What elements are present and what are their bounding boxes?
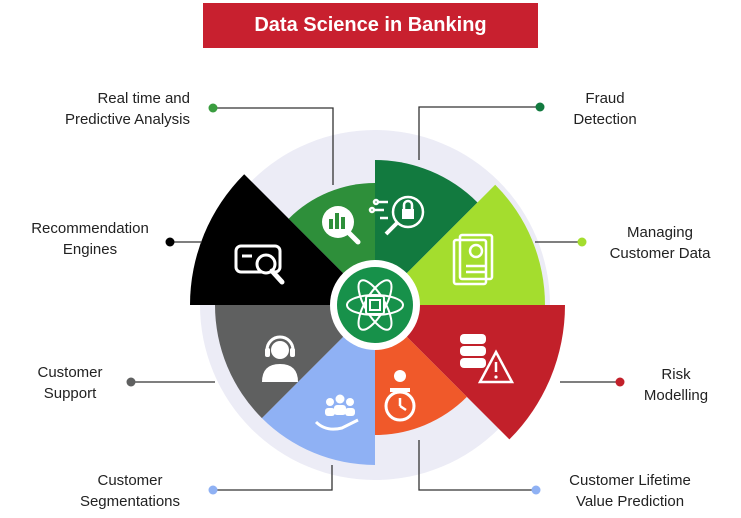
label-analysis: Real time and Predictive Analysis xyxy=(40,88,190,130)
search-screen-icon xyxy=(234,244,285,285)
segment-risk xyxy=(375,305,565,440)
label-managing-line2: Customer Data xyxy=(609,245,711,262)
group-hand-icon xyxy=(314,394,359,431)
lock-magnifier-icon xyxy=(368,195,425,236)
segment-support xyxy=(215,305,375,419)
label-support: Customer Support xyxy=(15,362,125,404)
label-lifetime: Customer Lifetime Value Prediction xyxy=(548,470,712,512)
label-managing-line1: Managing xyxy=(627,224,693,241)
label-recommendation-line1: Recommendation xyxy=(31,220,149,237)
label-risk: Risk Modelling xyxy=(626,364,726,406)
label-risk-line1: Risk xyxy=(661,366,691,383)
label-fraud-line1: Fraud xyxy=(585,90,625,107)
label-lifetime-line2: Value Prediction xyxy=(575,493,685,510)
dot-fraud xyxy=(535,102,545,112)
label-support-line2: Support xyxy=(43,385,97,402)
label-analysis-line2: Predictive Analysis xyxy=(64,111,190,128)
connector-lines xyxy=(131,106,620,491)
dot-segmentation xyxy=(208,485,218,495)
label-segmentation-line1: Customer xyxy=(97,472,163,489)
label-managing: Managing Customer Data xyxy=(590,222,730,264)
connector-segmentation xyxy=(213,465,333,491)
label-lifetime-line1: Customer Lifetime xyxy=(569,472,691,489)
dot-recommendation xyxy=(165,237,175,247)
chart-magnifier-icon xyxy=(322,206,361,245)
dot-risk xyxy=(615,377,625,387)
label-recommendation-line2: Engines xyxy=(62,241,118,258)
label-segmentation: Customer Segmentations xyxy=(55,470,205,512)
person-clock-icon xyxy=(384,370,416,422)
segment-recommendation xyxy=(190,174,375,305)
dot-support xyxy=(126,377,136,387)
dot-lifetime xyxy=(531,485,541,495)
label-fraud-line2: Detection xyxy=(573,111,637,128)
label-analysis-line1: Real time and xyxy=(97,90,190,107)
label-fraud: Fraud Detection xyxy=(555,88,655,130)
database-warning-icon xyxy=(460,334,515,384)
connector-analysis xyxy=(213,107,334,185)
connector-fraud xyxy=(418,106,540,160)
document-profile-icon xyxy=(452,233,494,286)
connector-lifetime xyxy=(418,440,536,491)
dot-analysis xyxy=(208,103,218,113)
label-segmentation-line2: Segmentations xyxy=(79,493,181,510)
label-support-line1: Customer xyxy=(37,364,103,381)
label-risk-line2: Modelling xyxy=(643,387,709,404)
dot-managing xyxy=(577,237,587,247)
label-recommendation: Recommendation Engines xyxy=(10,218,170,260)
headset-agent-icon xyxy=(262,335,298,382)
page-title: Data Science in Banking xyxy=(203,3,538,48)
hub-atom-chip-icon xyxy=(330,260,420,350)
